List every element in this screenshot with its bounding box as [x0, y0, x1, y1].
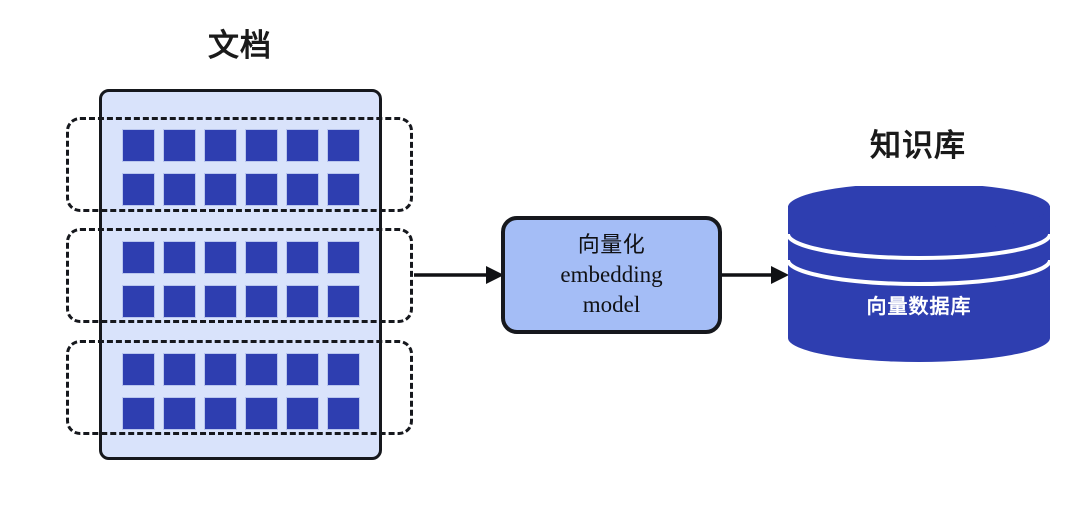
embedding-model-line-3: model — [582, 292, 641, 317]
document-cell — [122, 353, 155, 386]
document-cell — [327, 173, 360, 206]
embedding-model-line-1: 向量化 — [577, 232, 646, 257]
vector-database-cylinder — [786, 186, 1052, 362]
document-cell — [122, 397, 155, 430]
document-cell — [204, 353, 237, 386]
document-chunk-cells-3 — [122, 353, 360, 431]
embedding-model-line-2: embedding — [560, 262, 663, 287]
arrow-doc-to-embedding-icon — [414, 266, 504, 284]
document-cell — [245, 173, 278, 206]
document-title: 文档 — [208, 28, 272, 63]
document-cell — [204, 241, 237, 274]
document-cell — [245, 353, 278, 386]
document-cell — [122, 173, 155, 206]
document-cell — [286, 241, 319, 274]
document-cell — [327, 129, 360, 162]
document-cell — [204, 129, 237, 162]
document-cell — [122, 285, 155, 318]
document-chunk-cells-2 — [122, 241, 360, 319]
arrow-embedding-to-vectordb-icon — [721, 266, 789, 284]
document-cell — [327, 397, 360, 430]
document-cell — [122, 241, 155, 274]
document-cell — [245, 241, 278, 274]
document-cell — [204, 397, 237, 430]
document-cell — [327, 241, 360, 274]
document-chunk-outline-1 — [66, 117, 413, 212]
knowledge-base-title: 知识库 — [870, 128, 966, 163]
document-cell — [204, 285, 237, 318]
document-cell — [163, 173, 196, 206]
document-cell — [245, 285, 278, 318]
document-cell — [163, 353, 196, 386]
document-cell — [327, 353, 360, 386]
document-cell — [163, 285, 196, 318]
document-cell — [245, 129, 278, 162]
document-cell — [327, 285, 360, 318]
document-cell — [122, 129, 155, 162]
document-chunk-cells-1 — [122, 129, 360, 207]
document-chunk-outline-3 — [66, 340, 413, 435]
document-cell — [286, 397, 319, 430]
document-cell — [286, 353, 319, 386]
document-cell — [163, 397, 196, 430]
document-cell — [163, 129, 196, 162]
document-cell — [245, 397, 278, 430]
embedding-model-box: 向量化 embedding model — [501, 216, 722, 334]
document-cell — [286, 173, 319, 206]
document-cell — [163, 241, 196, 274]
document-cell — [286, 129, 319, 162]
document-cell — [204, 173, 237, 206]
document-cell — [286, 285, 319, 318]
document-chunk-outline-2 — [66, 228, 413, 323]
